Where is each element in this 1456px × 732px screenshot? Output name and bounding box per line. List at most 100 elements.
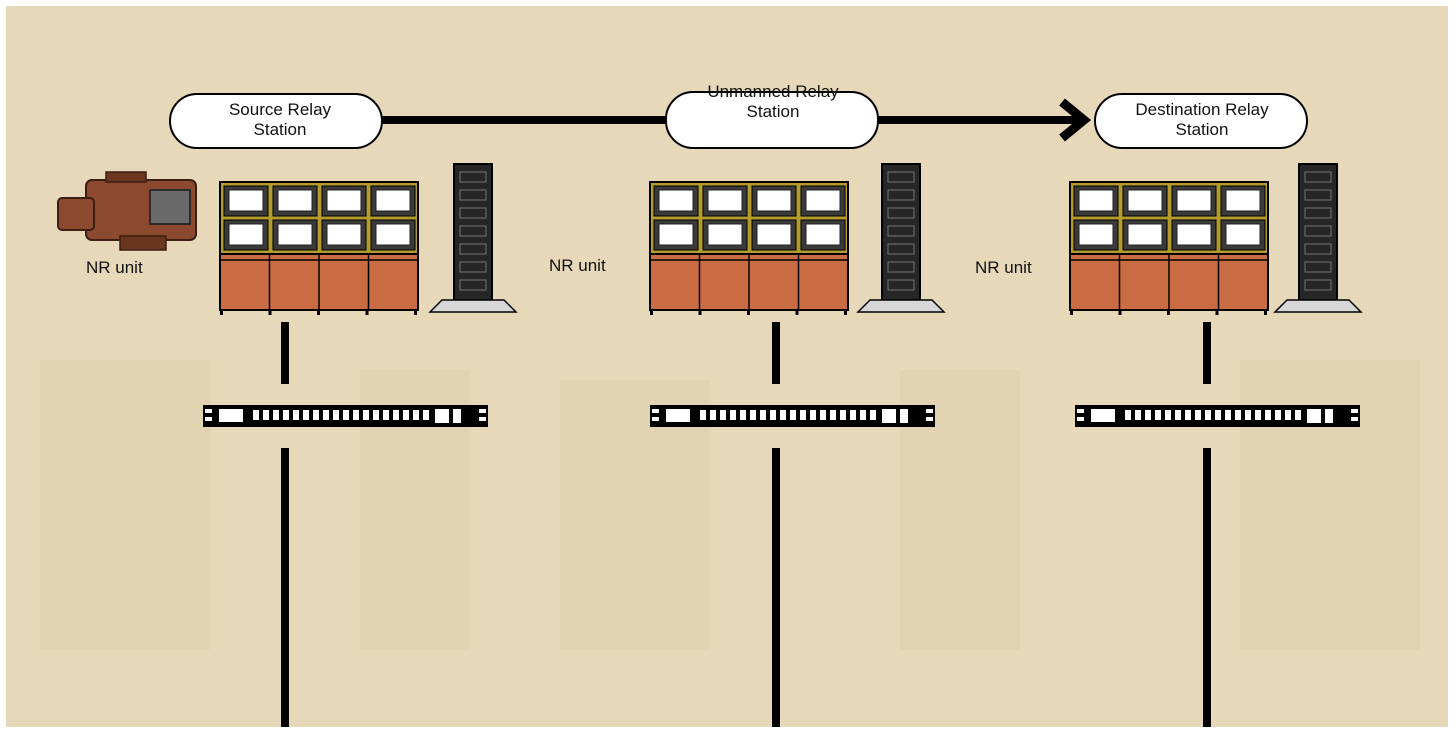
monitor-screen: [659, 190, 693, 211]
rack-unit-key: [720, 410, 726, 420]
rack-unit-led: [1325, 409, 1333, 423]
monitor-screen: [278, 224, 312, 245]
rack-unit-display: [882, 409, 896, 423]
rack-unit-display: [1307, 409, 1321, 423]
rack-unit-ear: [1077, 409, 1084, 413]
nr-unit-label-source: NR unit: [86, 258, 143, 278]
station-label-line1: Unmanned Relay: [668, 82, 878, 102]
rack-unit-key: [760, 410, 766, 420]
rack-unit-ear: [926, 417, 933, 421]
rack-unit-key: [830, 410, 836, 420]
background-shape: [40, 360, 210, 650]
monitor-screen: [1177, 190, 1211, 211]
cabinet-foot: [1216, 310, 1219, 315]
camera-handle: [106, 172, 146, 182]
rack-unit-key: [1265, 410, 1271, 420]
monitor-screen: [376, 224, 410, 245]
cabinet-foot: [747, 310, 750, 315]
rack-unit-key: [800, 410, 806, 420]
rack-unit-logo: [1091, 409, 1115, 422]
rack-unit-key: [1215, 410, 1221, 420]
rack-unit-key: [1165, 410, 1171, 420]
station-label-unmanned: Unmanned Relay Station: [668, 82, 878, 122]
cabinet-foot: [796, 310, 799, 315]
station-label-source: Source Relay Station: [175, 100, 385, 140]
rack-unit-key: [790, 410, 796, 420]
monitor-screen: [757, 224, 791, 245]
station-label-destination: Destination Relay Station: [1097, 100, 1307, 140]
rack-unit-key: [403, 410, 409, 420]
nr-unit-label-unmanned: NR unit: [549, 256, 606, 276]
rack-unit-key: [1155, 410, 1161, 420]
rack-unit-key: [323, 410, 329, 420]
monitor-screen: [327, 224, 361, 245]
rack-unit-ear: [1351, 417, 1358, 421]
rack-unit-led: [900, 409, 908, 423]
rack-unit-ear: [479, 409, 486, 413]
cabinet-foot: [269, 310, 272, 315]
rack-unit-icon: [203, 405, 488, 427]
rack-unit-key: [1295, 410, 1301, 420]
rack-unit-key: [423, 410, 429, 420]
rack-unit-key: [1255, 410, 1261, 420]
rack-unit-key: [1185, 410, 1191, 420]
monitor-screen: [229, 190, 263, 211]
rack-unit-key: [1175, 410, 1181, 420]
monitor-screen: [278, 190, 312, 211]
rack-unit-key: [263, 410, 269, 420]
rack-unit-key: [353, 410, 359, 420]
rack-unit-ear: [205, 417, 212, 421]
camera-viewfinder: [150, 190, 190, 224]
rack-unit-key: [343, 410, 349, 420]
monitor-screen: [1128, 190, 1162, 211]
station-label-line2: Station: [175, 120, 385, 140]
rack-unit-icon: [1075, 405, 1360, 427]
rack-unit-key: [810, 410, 816, 420]
rack-unit-key: [1285, 410, 1291, 420]
rack-unit-key: [313, 410, 319, 420]
monitor-screen: [229, 224, 263, 245]
rack-unit-key: [870, 410, 876, 420]
station-label-line1: Destination Relay: [1097, 100, 1307, 120]
monitor-screen: [1177, 224, 1211, 245]
rack-unit-key: [283, 410, 289, 420]
cabinet-foot: [220, 310, 223, 315]
cabinet-foot: [414, 310, 417, 315]
monitor-screen: [659, 224, 693, 245]
rack-unit-key: [750, 410, 756, 420]
rack-unit-key: [1125, 410, 1131, 420]
monitor-wall-icon: [650, 182, 848, 315]
rack-unit-key: [1205, 410, 1211, 420]
monitor-wall-icon: [1070, 182, 1268, 315]
rack-unit-icon: [650, 405, 935, 427]
rack-unit-key: [700, 410, 706, 420]
rack-unit-key: [840, 410, 846, 420]
rack-base: [1275, 300, 1361, 312]
rack-unit-display: [435, 409, 449, 423]
rack-unit-key: [383, 410, 389, 420]
rack-unit-key: [1245, 410, 1251, 420]
monitor-screen: [806, 190, 840, 211]
camera-base: [120, 236, 166, 250]
monitor-screen: [708, 224, 742, 245]
rack-unit-key: [780, 410, 786, 420]
rack-unit-key: [373, 410, 379, 420]
cabinet-foot: [844, 310, 847, 315]
rack-unit-key: [1275, 410, 1281, 420]
rack-unit-key: [363, 410, 369, 420]
monitor-screen: [806, 224, 840, 245]
monitor-screen: [376, 190, 410, 211]
rack-base: [430, 300, 516, 312]
monitor-screen: [1226, 224, 1260, 245]
rack-unit-ear: [1077, 417, 1084, 421]
rack-unit-key: [293, 410, 299, 420]
station-label-line2: Station: [668, 102, 878, 122]
rack-unit-ear: [1351, 409, 1358, 413]
rack-unit-ear: [652, 417, 659, 421]
rack-unit-key: [1195, 410, 1201, 420]
monitor-screen: [1226, 190, 1260, 211]
rack-unit-led: [453, 409, 461, 423]
rack-unit-key: [820, 410, 826, 420]
rack-unit-key: [860, 410, 866, 420]
monitor-screen: [327, 190, 361, 211]
